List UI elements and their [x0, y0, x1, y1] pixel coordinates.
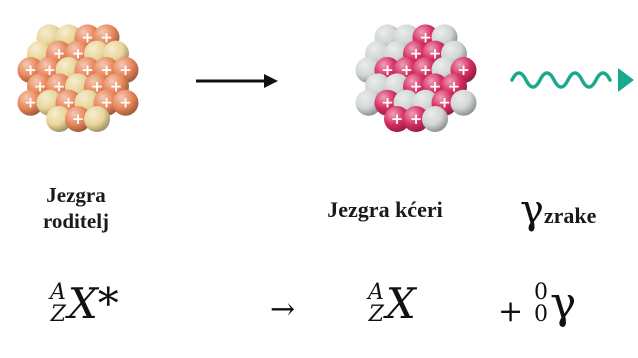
- gamma-wave: [510, 68, 634, 92]
- proton-plus-sign: +: [100, 28, 113, 46]
- neutron: [450, 89, 477, 116]
- proton-plus-sign: +: [81, 61, 94, 79]
- gamma-wave-line: [510, 71, 612, 89]
- daughter-nuclide: A Z X: [368, 282, 416, 326]
- parent-label-line1: Jezgra: [46, 183, 106, 207]
- proton-plus-sign: +: [448, 77, 461, 95]
- parent-symbol: X*: [67, 279, 119, 328]
- proton-plus-sign: +: [457, 61, 470, 79]
- proton-plus-sign: +: [62, 94, 75, 112]
- proton-plus-sign: +: [429, 45, 442, 63]
- neutron: [46, 106, 72, 133]
- proton-plus-sign: +: [400, 61, 413, 79]
- proton-plus-sign: +: [24, 94, 37, 112]
- daughter-mass-number: A: [368, 280, 384, 305]
- daughter-atomic-number: Z: [368, 302, 384, 327]
- proton-plus-sign: +: [53, 45, 66, 63]
- daughter-nucleus: ++++++++++++++: [355, 24, 477, 133]
- gamma-nuclide: 0 0 γ: [534, 282, 576, 326]
- parent-label: Jezgra roditelj: [6, 182, 146, 234]
- gamma-symbol: γ: [550, 278, 577, 329]
- equation-arrow: →: [270, 292, 296, 327]
- proton-plus-sign: +: [53, 77, 66, 95]
- proton: [65, 106, 91, 133]
- daughter-label: Jezgra kćeri: [327, 197, 443, 222]
- proton-plus-sign: +: [119, 94, 132, 112]
- proton-plus-sign: +: [24, 61, 37, 79]
- proton-plus-sign: +: [438, 94, 451, 112]
- equation-plus: +: [498, 294, 524, 329]
- proton: [403, 106, 429, 133]
- proton-plus-sign: +: [34, 77, 47, 95]
- decay-arrow: [196, 74, 278, 88]
- parent-nucleus: ++++++++++++++++++: [17, 24, 139, 133]
- daughter-symbol: X: [385, 279, 416, 328]
- proton: [384, 106, 410, 133]
- proton-plus-sign: +: [72, 110, 85, 128]
- proton-plus-sign: +: [419, 61, 432, 79]
- parent-label-line2: roditelj: [42, 209, 110, 233]
- daughter-nucleus-spheres: ++++++++++++++: [355, 24, 477, 133]
- proton-plus-sign: +: [391, 110, 404, 128]
- gamma-label: γ zrake: [520, 190, 596, 230]
- neutron: [422, 106, 448, 133]
- proton-plus-sign: +: [72, 45, 85, 63]
- proton-plus-sign: +: [81, 28, 94, 46]
- proton-plus-sign: +: [43, 61, 56, 79]
- proton-plus-sign: +: [419, 28, 432, 46]
- parent-nuclide: A Z X*: [50, 282, 119, 326]
- proton-plus-sign: +: [381, 94, 394, 112]
- parent-mass-number: A: [50, 280, 66, 305]
- proton-plus-sign: +: [91, 77, 104, 95]
- proton-plus-sign: +: [100, 94, 113, 112]
- proton-plus-sign: +: [110, 77, 123, 95]
- neutron: [355, 89, 382, 116]
- proton-plus-sign: +: [410, 77, 423, 95]
- neutron: [84, 106, 110, 133]
- proton-plus-sign: +: [100, 61, 113, 79]
- gamma-label-text: zrake: [543, 203, 597, 228]
- proton: [17, 89, 44, 116]
- parent-atomic-number: Z: [50, 302, 66, 327]
- parent-nucleus-spheres: ++++++++++++++++++: [17, 24, 139, 133]
- gamma-mass-number: 0: [534, 280, 548, 305]
- proton-plus-sign: +: [119, 61, 132, 79]
- proton-plus-sign: +: [381, 61, 394, 79]
- proton-plus-sign: +: [429, 77, 442, 95]
- gamma-wave-arrowhead: [618, 68, 634, 92]
- proton-plus-sign: +: [410, 45, 423, 63]
- gamma-atomic-number: 0: [534, 302, 548, 327]
- proton: [112, 89, 139, 116]
- gamma-label-symbol: γ: [520, 187, 544, 233]
- proton-plus-sign: +: [410, 110, 423, 128]
